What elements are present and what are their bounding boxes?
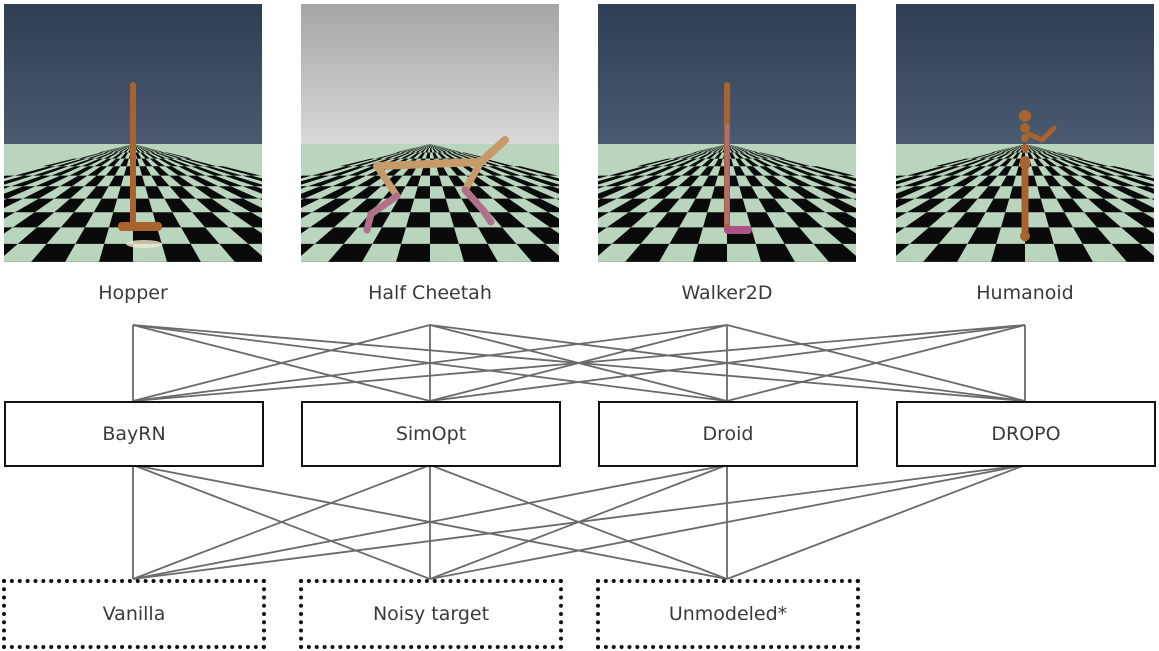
setting-box-unmodeled: Unmodeled*: [596, 579, 860, 649]
method-label: Droid: [702, 423, 754, 445]
half-cheetah-scene-image: [301, 4, 559, 262]
humanoid-scene-image: [896, 4, 1154, 262]
walker2d-render: [598, 4, 856, 262]
setting-box-noisy-target: Noisy target: [299, 579, 563, 649]
humanoid-render: [896, 4, 1154, 262]
env-label-half-cheetah: Half Cheetah: [368, 282, 492, 304]
env-label-walker2d: Walker2D: [681, 282, 773, 304]
hopper-render: [4, 4, 262, 262]
method-setting-link: [132, 464, 728, 580]
method-setting-link: [726, 464, 1026, 580]
setting-label: Vanilla: [102, 603, 166, 625]
env-label-humanoid: Humanoid: [976, 282, 1074, 304]
walker2d-scene-image: [598, 4, 856, 262]
method-setting-link: [132, 464, 1026, 580]
method-box-dropo: DROPO: [896, 401, 1156, 467]
hopper-scene-image: [4, 4, 262, 262]
env-method-link: [132, 324, 431, 402]
env-method-link: [726, 324, 1026, 402]
env-method-link: [429, 324, 1026, 402]
method-label: SimOpt: [395, 423, 467, 445]
method-box-droid: Droid: [598, 401, 858, 467]
setting-label: Noisy target: [372, 603, 490, 625]
env-method-link: [132, 324, 728, 402]
half-cheetah-render: [301, 4, 559, 262]
env-method-link: [132, 324, 1026, 402]
method-setting-link: [132, 464, 431, 580]
setting-box-vanilla: Vanilla: [2, 579, 266, 649]
method-label: DROPO: [991, 423, 1061, 445]
method-box-simopt: SimOpt: [301, 401, 561, 467]
env-label-hopper: Hopper: [98, 282, 168, 304]
method-box-bayrn: BayRN: [4, 401, 264, 467]
setting-label: Unmodeled*: [668, 603, 788, 625]
method-label: BayRN: [102, 423, 166, 445]
method-setting-link: [429, 464, 1026, 580]
